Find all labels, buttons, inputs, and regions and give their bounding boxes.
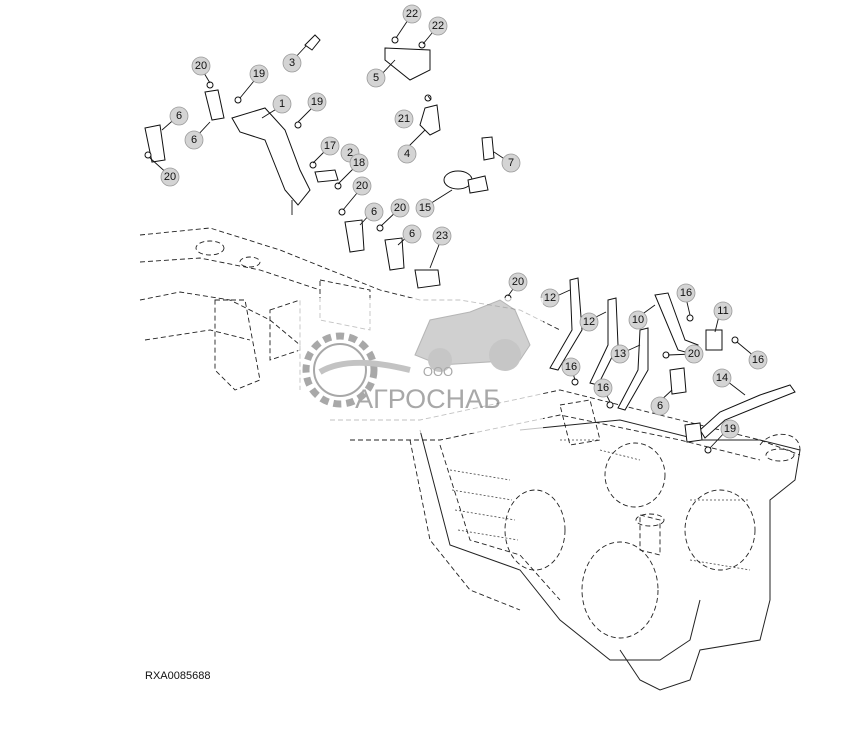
callout-13: 13 xyxy=(610,344,630,364)
callout-14: 14 xyxy=(712,368,732,388)
reference-code: RXA0085688 xyxy=(145,670,211,682)
callout-label: 15 xyxy=(419,202,431,214)
callout-22: 22 xyxy=(428,16,448,36)
callout-19: 19 xyxy=(307,92,327,112)
callout-6: 6 xyxy=(650,396,670,416)
callout-label: 6 xyxy=(191,134,197,146)
callout-label: 20 xyxy=(195,60,207,72)
callout-5: 5 xyxy=(366,68,386,88)
callout-label: 14 xyxy=(716,372,728,384)
callout-label: 20 xyxy=(512,276,524,288)
callout-16: 16 xyxy=(748,350,768,370)
callout-label: 17 xyxy=(324,140,336,152)
callout-label: 21 xyxy=(398,113,410,125)
callout-label: 16 xyxy=(752,354,764,366)
callout-19: 19 xyxy=(249,64,269,84)
callout-label: 23 xyxy=(436,230,448,242)
callout-label: 16 xyxy=(565,361,577,373)
callout-label: 20 xyxy=(164,171,176,183)
callout-1: 1 xyxy=(272,94,292,114)
callout-label: 16 xyxy=(680,287,692,299)
callout-20: 20 xyxy=(160,167,180,187)
callout-18: 18 xyxy=(349,153,369,173)
gear-icon xyxy=(302,332,411,408)
callout-16: 16 xyxy=(593,378,613,398)
callout-label: 6 xyxy=(371,206,377,218)
callout-label: 19 xyxy=(253,68,265,80)
callout-label: 1 xyxy=(279,98,285,110)
callout-label: 12 xyxy=(544,292,556,304)
callout-label: 22 xyxy=(432,20,444,32)
callout-label: 6 xyxy=(176,110,182,122)
callout-label: 4 xyxy=(404,148,410,160)
callout-20: 20 xyxy=(508,272,528,292)
callout-label: 11 xyxy=(717,305,728,317)
callout-20: 20 xyxy=(390,198,410,218)
agrosnab-watermark-logo: ООО АГРОСНАБ xyxy=(298,298,543,433)
tractor-icon xyxy=(414,299,531,372)
callout-6: 6 xyxy=(402,224,422,244)
callout-label: 22 xyxy=(406,8,418,20)
callout-label: 20 xyxy=(688,348,700,360)
watermark-prefix: ООО xyxy=(423,364,453,379)
callout-label: 2 xyxy=(347,147,353,159)
callout-label: 20 xyxy=(356,180,368,192)
callout-4: 4 xyxy=(397,144,417,164)
callout-12: 12 xyxy=(579,312,599,332)
callout-20: 20 xyxy=(352,176,372,196)
callout-label: 10 xyxy=(632,314,644,326)
callout-label: 5 xyxy=(373,72,379,84)
callout-20: 20 xyxy=(191,56,211,76)
bracket-parts xyxy=(144,34,796,454)
watermark-brand: АГРОСНАБ xyxy=(355,384,501,414)
callout-7: 7 xyxy=(501,153,521,173)
callout-10: 10 xyxy=(628,310,648,330)
callout-label: 6 xyxy=(657,400,663,412)
callout-label: 13 xyxy=(614,348,626,360)
callout-6: 6 xyxy=(169,106,189,126)
callout-11: 11 xyxy=(713,301,733,321)
callout-3: 3 xyxy=(282,53,302,73)
callout-label: 16 xyxy=(597,382,609,394)
callout-bubbles: 1234566666710111212131415161616161718191… xyxy=(160,4,768,439)
callout-label: 6 xyxy=(409,228,415,240)
callout-label: 18 xyxy=(353,157,365,169)
callout-6: 6 xyxy=(184,130,204,150)
tractor-front-frame xyxy=(139,227,801,691)
callout-label: 7 xyxy=(508,157,514,169)
callout-22: 22 xyxy=(402,4,422,24)
callout-label: 3 xyxy=(289,57,295,69)
callout-19: 19 xyxy=(720,419,740,439)
callout-20: 20 xyxy=(684,344,704,364)
callout-label: 19 xyxy=(311,96,323,108)
callout-21: 21 xyxy=(394,109,414,129)
callout-label: 20 xyxy=(394,202,406,214)
callout-label: 19 xyxy=(724,423,736,435)
callout-6: 6 xyxy=(364,202,384,222)
callout-17: 17 xyxy=(320,136,340,156)
callout-label: 12 xyxy=(583,316,595,328)
callout-12: 12 xyxy=(540,288,560,308)
callout-16: 16 xyxy=(561,357,581,377)
callout-15: 15 xyxy=(415,198,435,218)
callout-23: 23 xyxy=(432,226,452,246)
callout-16: 16 xyxy=(676,283,696,303)
